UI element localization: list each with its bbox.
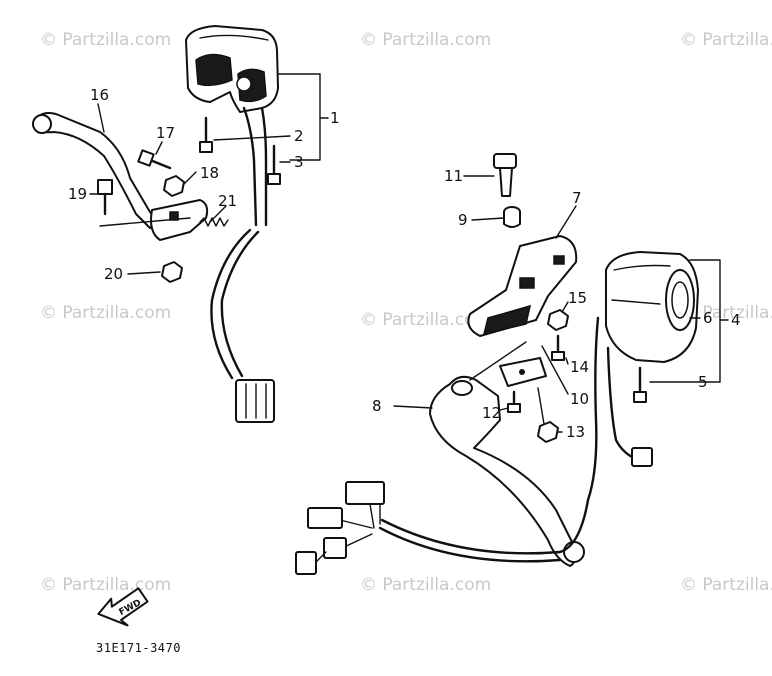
watermark: © Partzilla.com [680, 575, 772, 595]
callout-8: 8 [372, 397, 382, 415]
diagram-code: 31E171-3470 [96, 641, 181, 655]
callout-16: 16 [90, 86, 109, 104]
screw-14 [551, 334, 565, 361]
callout-6: 6 [703, 309, 713, 327]
brake-lever-holder [467, 235, 578, 337]
callout-12: 12 [482, 404, 501, 422]
left-handlebar-switch [185, 25, 279, 423]
screw-2 [199, 116, 213, 153]
watermark: © Partzilla.com [360, 310, 491, 330]
nut-20 [161, 261, 183, 283]
nut-15 [547, 309, 569, 331]
watermark: © Partzilla.com [680, 303, 772, 323]
bolt-19 [97, 179, 113, 216]
callout-20: 20 [104, 265, 123, 283]
leader-lines [89, 73, 729, 433]
watermarks: © Partzilla.com © Partzilla.com © Partzi… [40, 30, 772, 595]
watermark: © Partzilla.com [40, 303, 171, 323]
callout-18: 18 [200, 164, 219, 182]
callout-9: 9 [458, 211, 468, 229]
stop-switch-10 [499, 357, 547, 387]
callout-13: 13 [566, 423, 585, 441]
watermark: © Partzilla.com [680, 30, 772, 50]
callout-10: 10 [570, 390, 589, 408]
nut-18 [163, 175, 185, 197]
nut-13 [537, 421, 559, 443]
watermark: © Partzilla.com [40, 575, 171, 595]
callout-2: 2 [294, 127, 304, 145]
right-handlebar-switch [586, 251, 699, 502]
callout-21: 21 [218, 192, 237, 210]
callout-1: 1 [330, 109, 340, 127]
callout-7: 7 [572, 189, 582, 207]
callout-4: 4 [731, 311, 741, 329]
callout-11: 11 [444, 167, 463, 185]
callout-15: 15 [568, 289, 587, 307]
watermark: © Partzilla.com [360, 575, 491, 595]
brake-lever [429, 375, 585, 567]
callout-19: 19 [68, 185, 87, 203]
bolt-17 [137, 149, 172, 170]
callout-17: 17 [156, 124, 175, 142]
collar-9 [503, 206, 521, 228]
callout-5: 5 [698, 373, 708, 391]
watermark: © Partzilla.com [40, 30, 171, 50]
callout-14: 14 [570, 358, 589, 376]
clutch-lever [32, 112, 209, 241]
callouts: 1 2 3 4 5 6 7 8 9 10 11 12 13 14 15 16 1… [68, 86, 741, 441]
watermark: © Partzilla.com [360, 30, 491, 50]
screw-3 [267, 144, 281, 185]
spring-21 [199, 217, 229, 227]
wiring-harness [295, 481, 590, 575]
callout-3: 3 [294, 153, 304, 171]
screw-12 [507, 390, 521, 413]
pin-11 [493, 153, 517, 197]
screw-5 [633, 366, 647, 403]
